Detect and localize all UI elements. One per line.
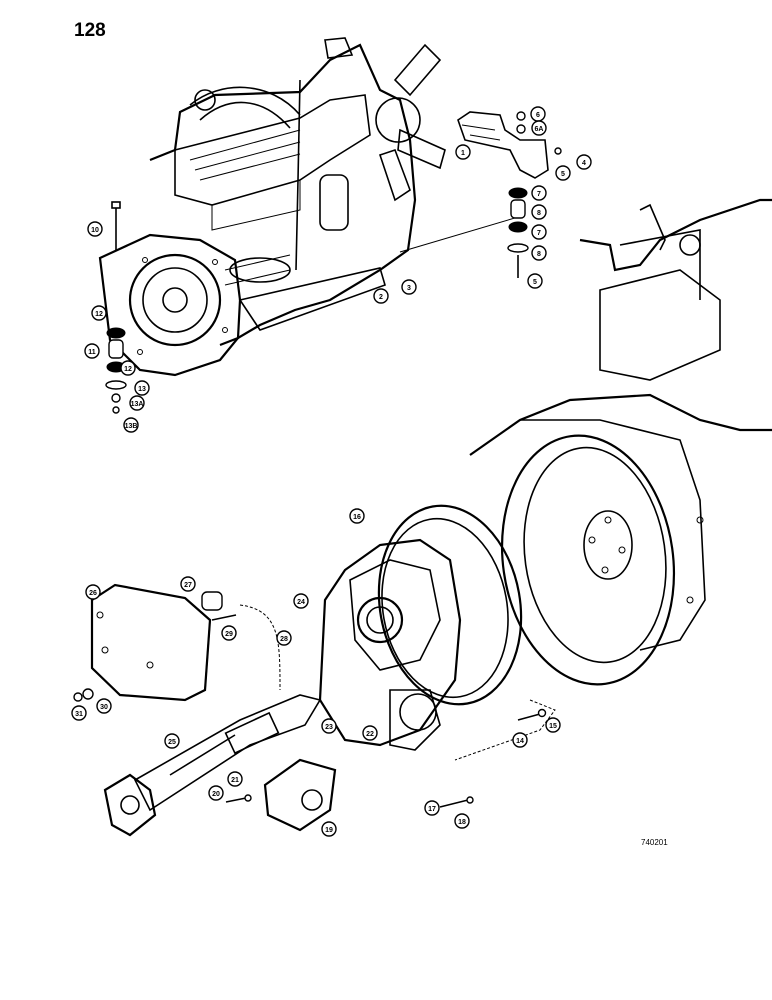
svg-text:6: 6	[536, 112, 540, 119]
svg-text:5: 5	[533, 279, 537, 286]
svg-text:2: 2	[379, 294, 383, 301]
svg-text:18: 18	[458, 819, 466, 826]
callout-29: 29	[221, 625, 237, 641]
callout-17: 17	[424, 800, 440, 816]
svg-text:15: 15	[549, 723, 557, 730]
page-number: 128	[74, 20, 106, 41]
callout-31: 31	[71, 705, 87, 721]
callout-12: 12	[91, 305, 107, 321]
callout-6a: 6A	[531, 120, 547, 136]
svg-text:27: 27	[184, 582, 192, 589]
svg-text:10: 10	[91, 227, 99, 234]
callout-26: 26	[85, 584, 101, 600]
callout-7: 7	[531, 185, 547, 201]
svg-text:7: 7	[537, 191, 541, 198]
callout-12: 12	[120, 360, 136, 376]
svg-text:13: 13	[138, 386, 146, 393]
callout-30: 30	[96, 698, 112, 714]
callout-13a: 13A	[129, 395, 145, 411]
callout-22: 22	[362, 725, 378, 741]
callout-13b: 13B	[123, 417, 139, 433]
callout-1: 1	[455, 144, 471, 160]
svg-text:26: 26	[89, 590, 97, 597]
callout-2: 2	[373, 288, 389, 304]
engine-assembly-upper	[98, 37, 562, 414]
pump-drive-assembly	[73, 504, 556, 837]
svg-text:11: 11	[88, 349, 96, 356]
callout-25: 25	[164, 733, 180, 749]
callout-18: 18	[454, 813, 470, 829]
svg-text:17: 17	[428, 806, 436, 813]
callout-24: 24	[293, 593, 309, 609]
svg-text:12: 12	[124, 366, 132, 373]
callout-21: 21	[227, 771, 243, 787]
svg-text:4: 4	[582, 160, 586, 167]
svg-text:7: 7	[537, 230, 541, 237]
callout-28: 28	[276, 630, 292, 646]
svg-text:8: 8	[537, 210, 541, 217]
svg-text:3: 3	[407, 285, 411, 292]
callout-3: 3	[401, 279, 417, 295]
callout-7: 7	[531, 224, 547, 240]
svg-text:12: 12	[95, 311, 103, 318]
svg-text:8: 8	[537, 251, 541, 258]
svg-text:13B: 13B	[125, 423, 138, 430]
svg-text:14: 14	[516, 738, 524, 745]
callout-labels: 1 2 3 4 5 5 6 6A 7 7 8 8 10 11 12 12 13 …	[71, 106, 592, 837]
svg-text:28: 28	[280, 636, 288, 643]
callout-6: 6	[530, 106, 546, 122]
callout-4: 4	[576, 154, 592, 170]
figure-code: 740201	[641, 838, 668, 847]
callout-5: 5	[527, 273, 543, 289]
svg-text:6A: 6A	[535, 126, 544, 133]
callout-8: 8	[531, 245, 547, 261]
svg-text:25: 25	[168, 739, 176, 746]
callout-19: 19	[321, 821, 337, 837]
callout-16: 16	[349, 508, 365, 524]
svg-text:20: 20	[212, 791, 220, 798]
callout-13: 13	[134, 380, 150, 396]
callout-15: 15	[545, 717, 561, 733]
svg-text:1: 1	[461, 150, 465, 157]
svg-text:24: 24	[297, 599, 305, 606]
svg-text:30: 30	[100, 704, 108, 711]
svg-text:13A: 13A	[131, 401, 144, 408]
engine-flywheel-housing-right	[469, 198, 772, 686]
svg-text:21: 21	[231, 777, 239, 784]
svg-text:19: 19	[325, 827, 333, 834]
callout-20: 20	[208, 785, 224, 801]
callout-8: 8	[531, 204, 547, 220]
svg-text:31: 31	[75, 711, 83, 718]
svg-text:23: 23	[325, 724, 333, 731]
callout-27: 27	[180, 576, 196, 592]
callout-23: 23	[321, 718, 337, 734]
svg-text:16: 16	[353, 514, 361, 521]
callout-14: 14	[512, 732, 528, 748]
callout-10: 10	[87, 221, 103, 237]
svg-text:5: 5	[561, 171, 565, 178]
svg-text:22: 22	[366, 731, 374, 738]
svg-text:29: 29	[225, 631, 233, 638]
callout-11: 11	[84, 343, 100, 359]
callout-5: 5	[555, 165, 571, 181]
